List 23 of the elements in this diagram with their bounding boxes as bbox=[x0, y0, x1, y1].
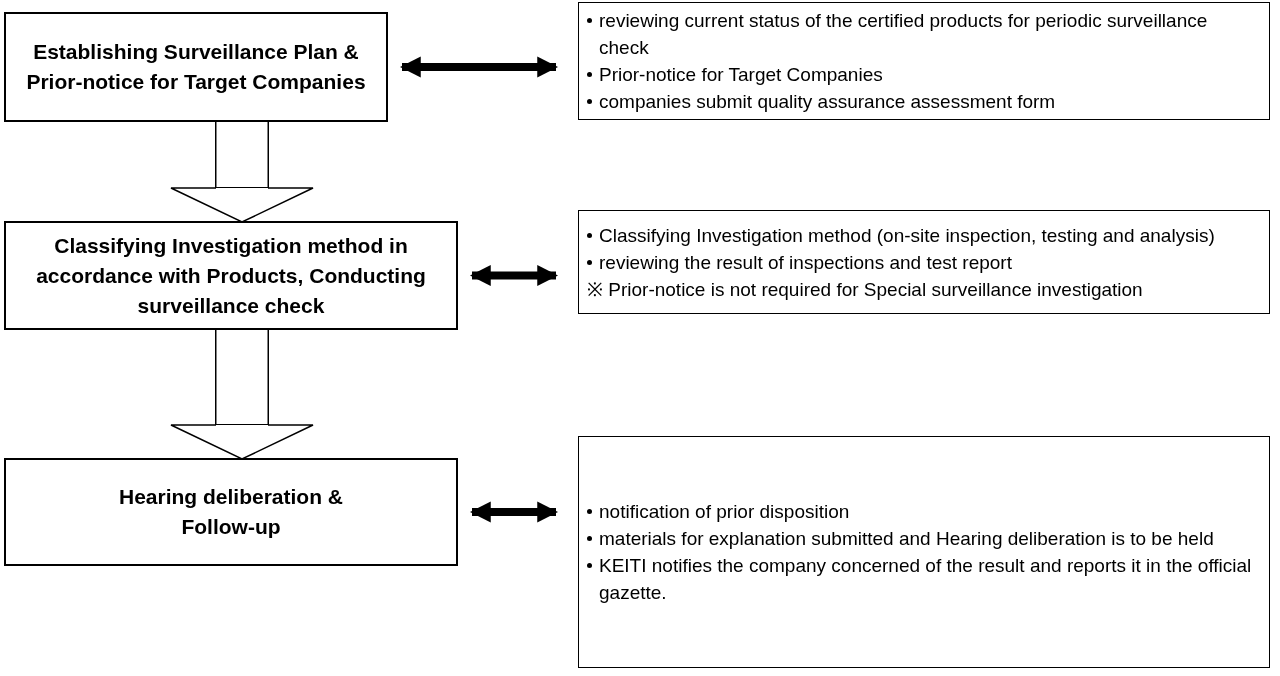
hollow-arrow bbox=[170, 122, 314, 223]
double-arrow bbox=[399, 56, 559, 78]
double-arrow bbox=[469, 501, 559, 523]
bullet-text: notification of prior disposition bbox=[599, 500, 850, 524]
step-title: Establishing Surveillance Plan & Prior-notice for Target Companies bbox=[25, 39, 367, 95]
double-arrow bbox=[469, 265, 559, 286]
bullet-text: materials for explanation submitted and Hearing deliberation is to be held bbox=[599, 527, 1214, 551]
step-title: Hearing deliberation & Follow-up bbox=[118, 484, 344, 540]
bullet-text: companies submit quality assurance assessment form bbox=[599, 90, 1056, 114]
step-title: Classifying Investigation method in accordance with Products, Conducting surveillance check bbox=[35, 232, 427, 319]
process-box bbox=[4, 458, 458, 566]
bullet-text: KEITI notifies the company concerned of the result and reports it in the official gazette. bbox=[599, 554, 1253, 605]
process-box bbox=[4, 12, 388, 122]
description-box bbox=[578, 210, 1270, 314]
process-box bbox=[4, 221, 458, 330]
bullet-text: reviewing the result of inspections and test report bbox=[599, 250, 1012, 275]
description-box bbox=[578, 2, 1270, 120]
hollow-arrow bbox=[170, 330, 314, 460]
bullet-text: ※ Prior-notice is not required for Special surveillance investigation bbox=[587, 277, 1143, 302]
bullet-text: Prior-notice for Target Companies bbox=[599, 63, 883, 87]
bullet-text: reviewing current status of the certified products for periodic surveillance check bbox=[599, 9, 1209, 60]
bullet-text: Classifying Investigation method (on-site inspection, testing and analysis) bbox=[599, 223, 1215, 248]
description-box bbox=[578, 436, 1270, 668]
